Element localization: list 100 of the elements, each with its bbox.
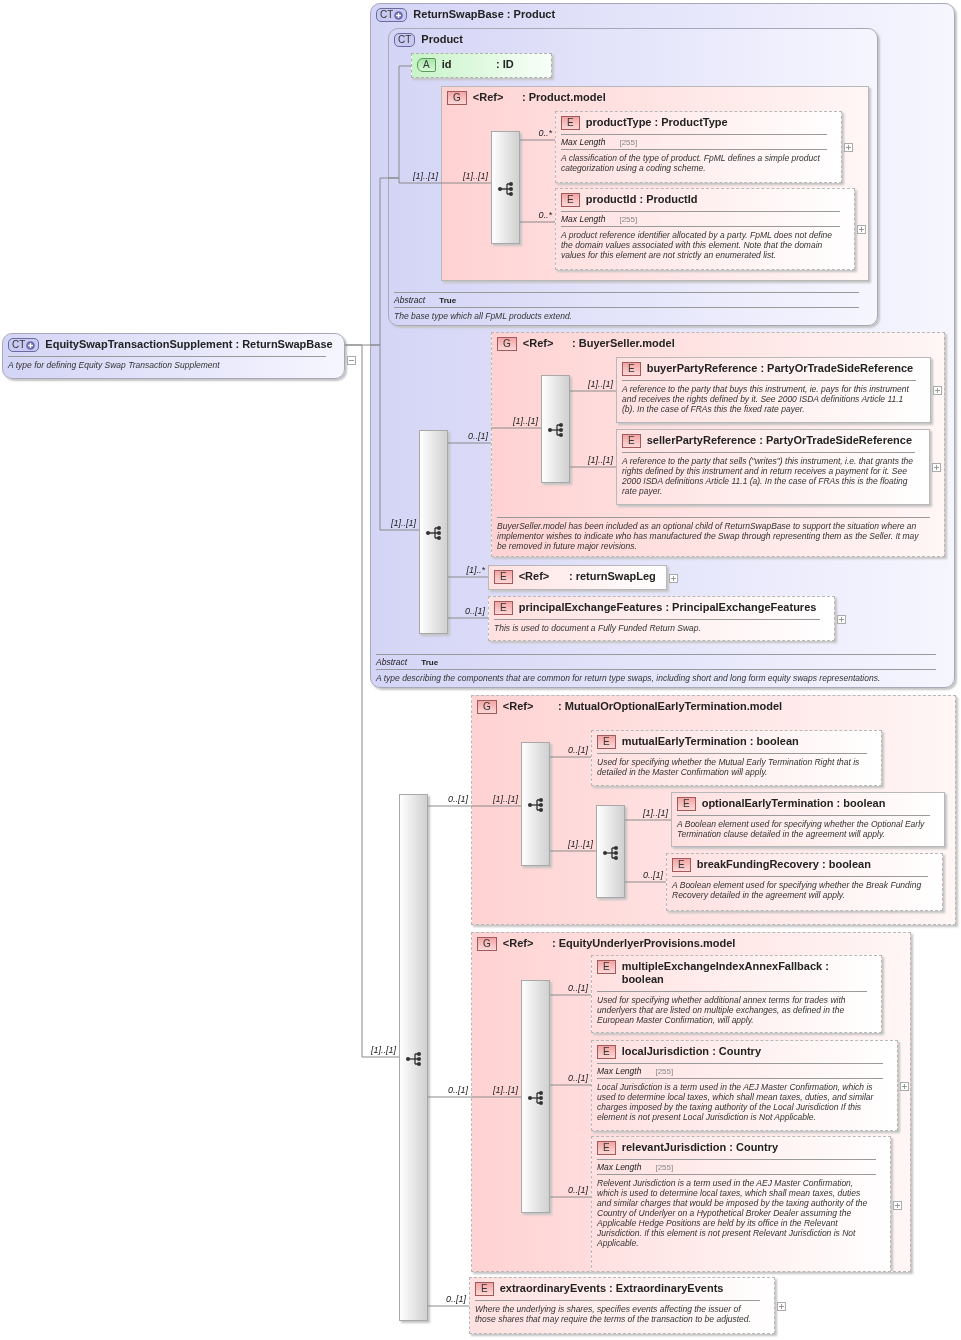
component-title: relevantJurisdiction : Country <box>621 1141 779 1154</box>
component-title: extraordinaryEvents : ExtraordinaryEvents <box>499 1282 724 1295</box>
connector-line <box>490 427 542 429</box>
element-box <box>616 429 930 505</box>
cardinality-label: [1]..[1] <box>371 1045 396 1055</box>
component-title: EquitySwapTransactionSupplement : ReturnSwapBase <box>45 338 333 351</box>
property-name: Max Length <box>597 1162 642 1172</box>
type-badge: E <box>494 601 513 615</box>
connector-line <box>427 1096 472 1098</box>
complex-type-box <box>388 28 878 326</box>
sequence-bar <box>521 980 550 1213</box>
type-badge: E <box>597 960 616 974</box>
sequence-bar <box>596 805 625 898</box>
connector-line <box>369 344 420 531</box>
type-name: : EquityUnderlyerProvisions.model <box>552 937 736 950</box>
description: Local Jurisdiction is a term used in the AEJ Master Confirmation, which is used to determine local taxes, which shall mean taxes, duties, and similar charges imposed by the taxing authority of the Local Jurisdiction If this element is not present Local Jurisdiction is Not Applicable. <box>597 1078 883 1123</box>
cardinality-label: 0..[1] <box>465 606 485 616</box>
connector-line <box>569 466 617 468</box>
description: Relevent Jurisdiction is a term used in the AEJ Master Confirmation, which is used to determine local taxes, which shall mean taxes, duties and similar charges that would be imposed by the taxing authority of the Country of Underlyer on a Hypothetical Broker Dealer assuming the Applicable Hedge Positions are held by its office in the Relevant Jurisdiction. If this element is not present Relevant Jurisdiction is Not Applicable. <box>597 1174 876 1249</box>
sequence-bar <box>541 375 570 483</box>
cardinality-label: [1]..[1] <box>643 808 668 818</box>
type-badge: G <box>497 337 517 351</box>
description: A product reference identifier allocated by a party. FpML does not define the domain values associated with this element. Note that the domain values for this element are not strictly an enumerated list. <box>561 226 840 261</box>
group-box <box>471 695 956 925</box>
connector-line <box>447 576 489 578</box>
element-box <box>671 792 945 847</box>
component-title: buyerPartyReference : PartyOrTradeSideReference <box>646 362 914 375</box>
type-badge: E <box>622 362 641 376</box>
badge-label: CT <box>12 339 26 351</box>
cardinality-label: 0..[1] <box>568 1185 588 1195</box>
cardinality-label: 0..* <box>538 128 552 138</box>
cardinality-label: [1]..[1] <box>493 1085 518 1095</box>
reference-label: <Ref> <box>518 570 550 583</box>
cardinality-label: [1]..[1] <box>568 839 593 849</box>
complex-type-box <box>370 3 955 688</box>
type-name: : BuyerSeller.model <box>572 337 675 350</box>
component-title: optionalEarlyTermination : boolean <box>701 797 886 810</box>
element-box <box>666 853 943 911</box>
connector-line <box>549 994 592 996</box>
property-name: Max Length <box>561 214 606 224</box>
type-badge: CT <box>394 33 416 47</box>
type-name: : returnSwapLeg <box>569 570 656 583</box>
property-value: True <box>421 658 439 668</box>
type-badge: E <box>597 1045 616 1059</box>
type-badge: A <box>417 58 436 72</box>
description: A Boolean element used for specifying whether the Break Funding Recovery detailed in the agreement will apply. <box>672 876 928 901</box>
description: A reference to the party that sells ("writes") this instrument, i.e. that grants the rights defined by this instrument and in return receives a payment for it. See 2000 ISDA definitions Article 11.1 (a). In the case of FRAs this is the floating rate payer. <box>622 452 915 497</box>
cardinality-label: 0..[1] <box>448 1085 468 1095</box>
component-title: localJurisdiction : Country <box>621 1045 762 1058</box>
connector-line <box>549 756 592 758</box>
connector-line <box>569 390 617 392</box>
component-title: ReturnSwapBase : Product <box>413 8 556 21</box>
property-name: Max Length <box>561 137 606 147</box>
property-value: [255] <box>619 215 638 225</box>
description: The base type which all FpML products extend. <box>394 307 859 322</box>
connector-line <box>519 139 556 141</box>
cardinality-label: 0..[1] <box>643 870 663 880</box>
connector-line <box>427 1305 470 1307</box>
group-box <box>471 932 911 1272</box>
component-title: principalExchangeFeatures : PrincipalExchangeFeatures <box>518 601 817 614</box>
element-box <box>488 596 835 641</box>
description: BuyerSeller.model has been included as an optional child of ReturnSwapBase to support the situation where an implementor wishes to indicate who has manufactured the Swap through representing them as the Seller. It may be removed in future major revisions. <box>497 517 930 552</box>
description: A reference to the party that buys this instrument, ie. pays for this instrument and receives the rights defined by it. See 2000 ISDA definitions Article 11.1 (b). In the case of FRAs this the fixed rate payer. <box>622 380 916 415</box>
connector-line <box>624 881 667 883</box>
type-badge: G <box>477 700 497 714</box>
cardinality-label: 0..[1] <box>446 1294 466 1304</box>
description: A Boolean element used for specifying whether the Optional Early Termination clause detailed in the agreement will apply. <box>677 815 930 840</box>
description: Used for specifying whether the Mutual Early Termination Right that is detailed in the Master Confirmation will apply. <box>597 753 867 778</box>
component-title: productType : ProductType <box>585 116 728 129</box>
connector-line <box>549 1196 592 1198</box>
sequence-bar <box>419 430 448 634</box>
cardinality-label: 0..[1] <box>568 983 588 993</box>
element-box <box>555 188 855 270</box>
connector-line <box>624 819 672 821</box>
connector-line <box>447 617 489 619</box>
connector-line <box>344 344 400 1058</box>
type-badge: E <box>475 1282 494 1296</box>
property-name: Abstract <box>394 295 426 305</box>
cardinality-label: 0..[1] <box>568 745 588 755</box>
element-box <box>488 565 667 590</box>
type-badge: E <box>677 797 696 811</box>
connector-line <box>447 442 492 444</box>
property-name: Max Length <box>597 1066 642 1076</box>
type-badge: E <box>597 735 616 749</box>
description: A type describing the components that are common for return type swaps, including short and long form equity swaps representations. <box>376 669 936 684</box>
type-badge: E <box>597 1141 616 1155</box>
badge-label: CT <box>380 9 394 21</box>
component-title: mutualEarlyTermination : boolean <box>621 735 799 748</box>
type-badge: E <box>561 116 580 130</box>
connector-line <box>470 805 522 807</box>
reference-label: <Ref> <box>522 337 554 350</box>
description: A type for defining Equity Swap Transaction Supplement <box>8 356 326 371</box>
cardinality-label: [1]..[1] <box>588 379 613 389</box>
component-title: Product <box>421 33 463 46</box>
component-title: breakFundingRecovery : boolean <box>696 858 871 871</box>
cardinality-label: [1]..[1] <box>463 171 488 181</box>
connector-line <box>427 805 472 807</box>
component-title: multipleExchangeIndexAnnexFallback : boolean <box>621 960 830 986</box>
connector-line <box>470 1096 522 1098</box>
reference-label: <Ref> <box>502 937 534 950</box>
